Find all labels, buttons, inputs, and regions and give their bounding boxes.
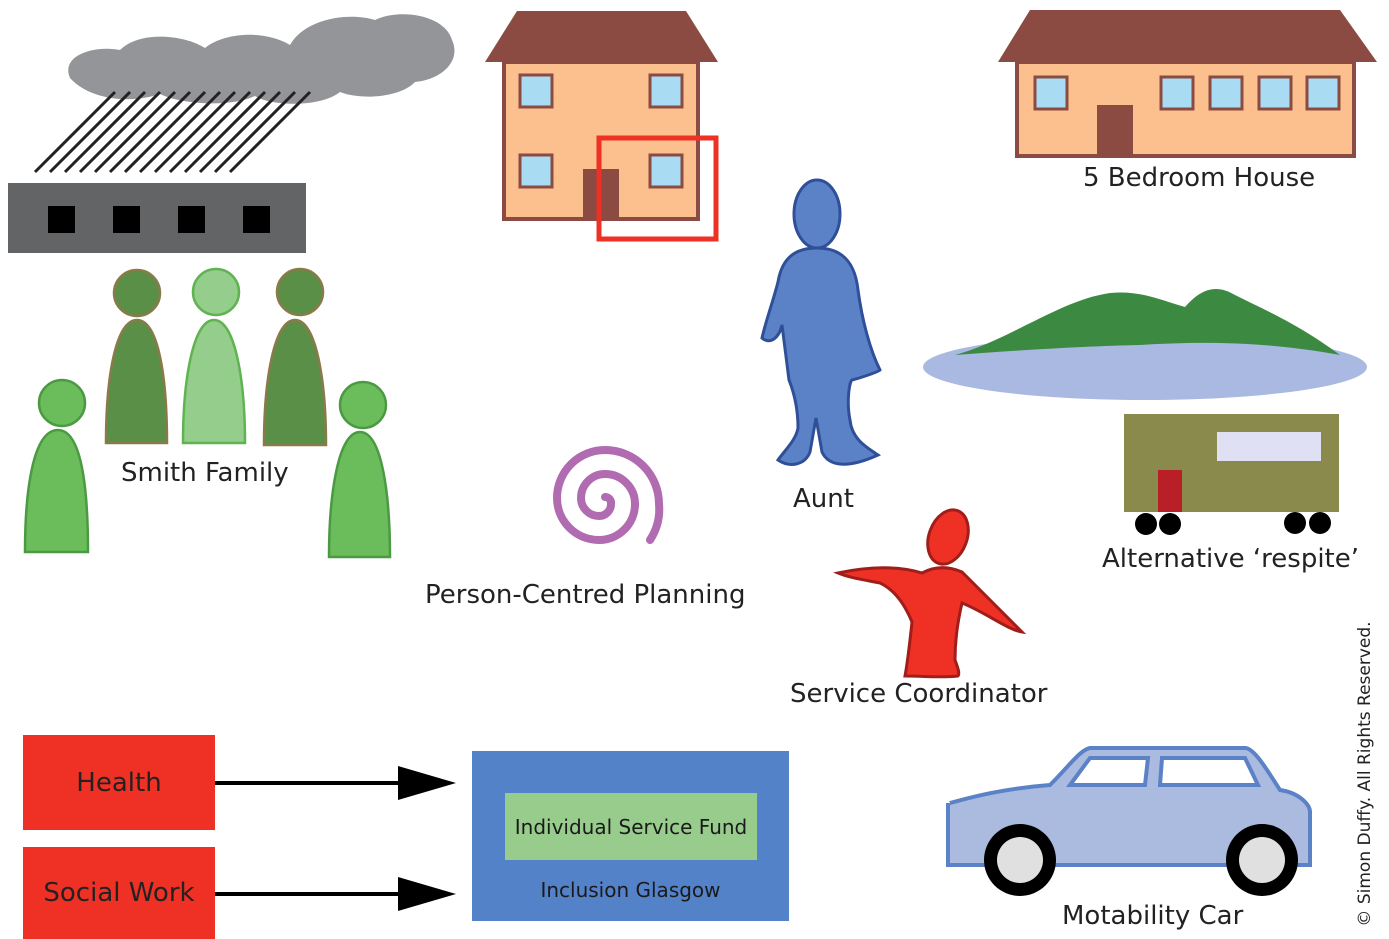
rain-lines [33, 90, 312, 174]
individual-service-fund-box: Individual Service Fund [505, 793, 757, 860]
label-service-coordinator: Service Coordinator [790, 679, 1048, 709]
fund-title: Individual Service Fund [514, 814, 748, 839]
label-five-bedroom-house: 5 Bedroom House [1083, 163, 1316, 193]
spiral-icon [552, 445, 664, 545]
aunt-figure-icon [760, 178, 882, 466]
institution-building-icon [8, 183, 306, 253]
coordinator-figure-icon [833, 508, 1027, 679]
caravan-icon [1124, 414, 1339, 535]
fund-provider-label: Inclusion Glasgow [540, 878, 721, 902]
person-icon [23, 378, 90, 554]
label-alternative-respite: Alternative ‘respite’ [1102, 544, 1360, 574]
social-work-label: Social Work [43, 878, 195, 908]
label-smith-family: Smith Family [121, 458, 289, 488]
label-aunt: Aunt [793, 484, 854, 514]
health-label: Health [76, 767, 162, 798]
highlight-frame [596, 135, 719, 242]
health-box: Health [23, 735, 215, 830]
copyright-notice: © Simon Duffy. All Rights Reserved. [1355, 621, 1375, 927]
rain-cloud-icon [68, 14, 455, 104]
car-icon [946, 746, 1312, 896]
label-motability-car: Motability Car [1062, 901, 1244, 931]
person-icon [104, 268, 169, 445]
person-icon [262, 267, 328, 447]
person-icon [327, 380, 392, 559]
bedroom-house-icon [998, 10, 1377, 158]
social-work-box: Social Work [23, 847, 215, 939]
family-home-icon [485, 11, 719, 242]
person-icon [181, 267, 247, 445]
island-landscape-icon [923, 288, 1367, 400]
family-figures-icon [23, 267, 392, 559]
arrow-socialwork-to-fund [215, 877, 456, 911]
label-person-centred-planning: Person-Centred Planning [425, 580, 746, 610]
arrow-health-to-fund [215, 766, 456, 800]
